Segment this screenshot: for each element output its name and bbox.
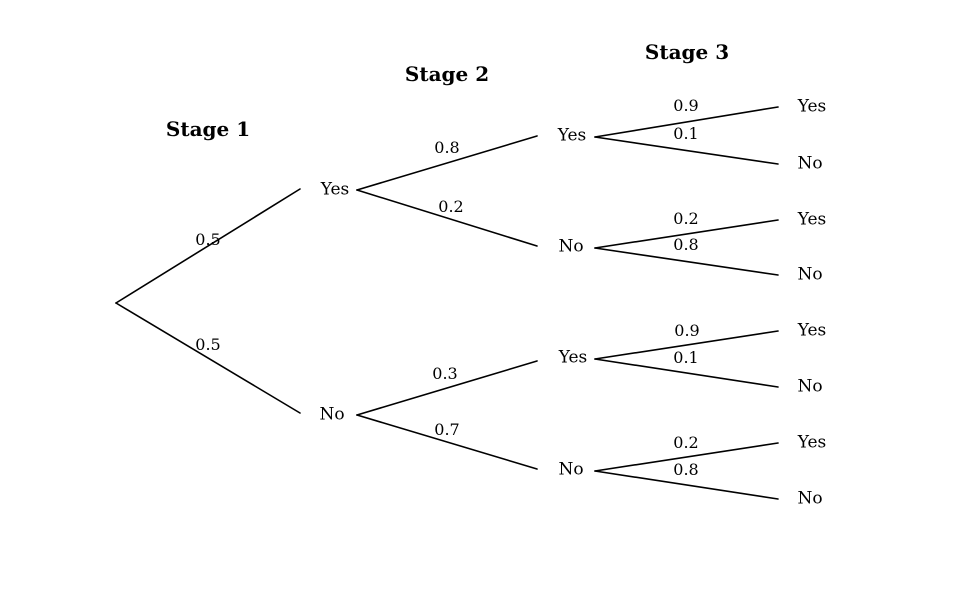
prob-s2-no-no: 0.7 <box>434 420 460 439</box>
branch-yes-no <box>356 189 538 247</box>
branch-no-no-yes <box>594 442 779 472</box>
node-s2-no: No <box>319 404 345 425</box>
prob-s3-yes-no-yes: 0.2 <box>673 209 699 228</box>
prob-s3-no-no-yes: 0.2 <box>673 433 699 452</box>
branch-no-yes-yes <box>594 330 779 360</box>
branch-yes-no-no <box>594 247 779 276</box>
stage-1-header: Stage 1 <box>165 117 251 141</box>
leaf-yes-yes-no: No <box>797 153 823 174</box>
prob-s2-yes-yes: 0.8 <box>434 138 460 157</box>
branch-yes-yes-yes <box>594 106 779 138</box>
prob-s3-yes-yes-yes: 0.9 <box>673 96 699 115</box>
node-s3-no-yes: Yes <box>558 347 588 368</box>
stage-3-header: Stage 3 <box>644 40 730 64</box>
prob-s3-yes-no-no: 0.8 <box>673 235 699 254</box>
branch-yes-yes-no <box>594 136 779 165</box>
prob-s1-yes: 0.5 <box>195 230 221 249</box>
prob-s1-no: 0.5 <box>195 335 221 354</box>
branch-no-no-no <box>594 470 779 500</box>
branch-no-yes <box>356 360 538 416</box>
prob-s3-yes-yes-no: 0.1 <box>673 124 699 143</box>
node-s3-yes-no: No <box>558 236 584 257</box>
branch-no-no <box>356 414 538 470</box>
branch-root-yes <box>115 188 301 304</box>
branch-root-no <box>115 302 301 414</box>
prob-s3-no-yes-yes: 0.9 <box>674 321 700 340</box>
branch-yes-yes <box>356 135 538 191</box>
leaf-no-yes-no: No <box>797 376 823 397</box>
node-s3-no-no: No <box>558 459 584 480</box>
prob-s2-yes-no: 0.2 <box>438 197 464 216</box>
leaf-yes-yes-yes: Yes <box>797 96 827 117</box>
prob-s3-no-yes-no: 0.1 <box>673 348 699 367</box>
leaf-yes-no-no: No <box>797 264 823 285</box>
leaf-no-no-no: No <box>797 488 823 509</box>
branch-yes-no-yes <box>594 219 779 249</box>
node-s3-yes-yes: Yes <box>557 125 587 146</box>
node-s2-yes: Yes <box>320 179 350 200</box>
leaf-no-no-yes: Yes <box>797 432 827 453</box>
stage-2-header: Stage 2 <box>404 62 490 86</box>
branch-no-yes-no <box>594 358 779 388</box>
leaf-no-yes-yes: Yes <box>797 320 827 341</box>
prob-s2-no-yes: 0.3 <box>432 364 458 383</box>
prob-s3-no-no-no: 0.8 <box>673 460 699 479</box>
leaf-yes-no-yes: Yes <box>797 209 827 230</box>
